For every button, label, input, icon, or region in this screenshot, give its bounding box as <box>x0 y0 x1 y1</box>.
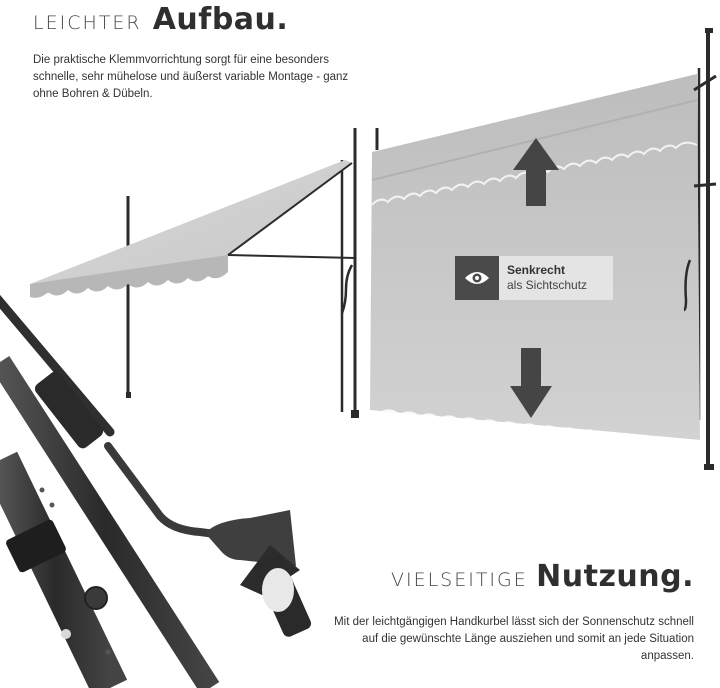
heading-bold-text: Aufbau. <box>152 2 289 37</box>
vertical-privacy-badge: Senkrecht als Sichtschutz <box>455 256 613 300</box>
up-arrow-icon <box>513 138 559 206</box>
crank-closeup <box>0 294 312 688</box>
vertical-awning <box>370 28 717 470</box>
assembly-description: Die praktische Klemmvorrichtung sorgt fü… <box>33 54 349 100</box>
heading-vielseitige-nutzung: VIELSEITIGE Nutzung. <box>391 562 694 592</box>
badge-title: Senkrecht <box>507 263 566 277</box>
eye-icon <box>455 256 499 300</box>
heading-light-text: LEICHTER <box>33 12 142 34</box>
heading-light-text: VIELSEITIGE <box>390 569 528 591</box>
angled-awning <box>30 128 359 418</box>
down-arrow-icon <box>510 348 552 418</box>
heading-bold-text: Nutzung. <box>536 559 694 594</box>
heading-leichter-aufbau: LEICHTER Aufbau. <box>33 2 288 35</box>
crank-description: Mit der leichtgängigen Handkurbel lässt … <box>334 616 694 662</box>
badge-subtitle: als Sichtschutz <box>507 278 588 292</box>
